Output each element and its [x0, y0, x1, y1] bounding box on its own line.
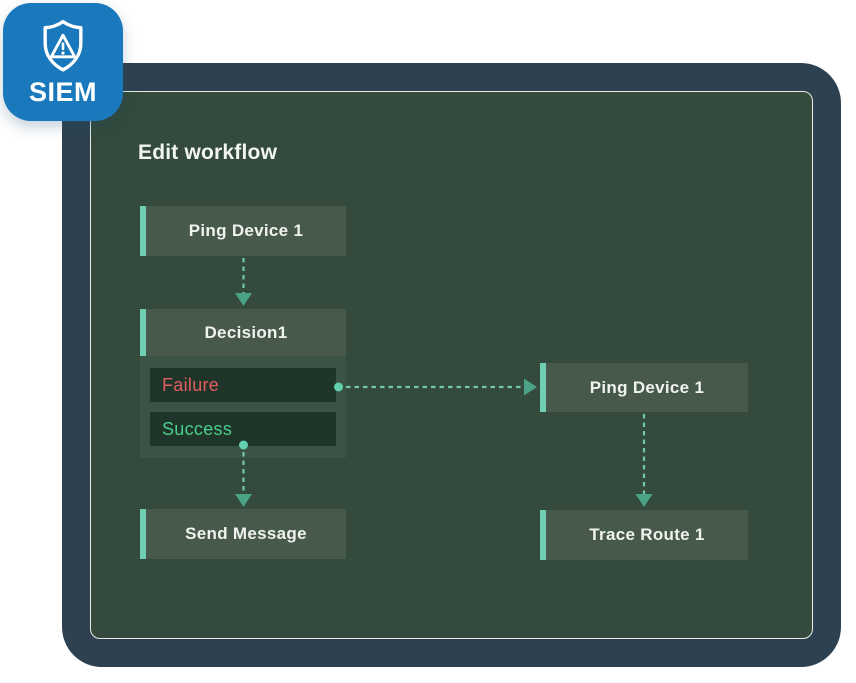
- branch-success[interactable]: Success: [150, 412, 336, 446]
- branch-failure-label: Failure: [162, 374, 220, 395]
- node-send-message[interactable]: Send Message: [140, 509, 346, 559]
- node-label: Ping Device 1: [188, 221, 304, 240]
- decision-branches-container: Failure Success: [140, 356, 346, 458]
- page-title: Edit workflow: [138, 141, 278, 164]
- siem-badge-label: SIEM: [28, 77, 97, 107]
- node-ping-device-1-right[interactable]: Ping Device 1: [540, 363, 748, 412]
- node-ping-device-1[interactable]: Ping Device 1: [140, 206, 346, 256]
- node-label: Ping Device 1: [589, 377, 705, 397]
- shield-alert-icon: [43, 19, 83, 72]
- siem-badge: SIEM: [3, 3, 123, 121]
- branch-failure[interactable]: Failure: [150, 368, 336, 402]
- node-label: Trace Route 1: [589, 525, 705, 544]
- branch-success-label: Success: [162, 418, 233, 439]
- node-label: Decision1: [204, 322, 288, 342]
- node-label: Send Message: [185, 524, 307, 543]
- node-decision-1[interactable]: Decision1: [140, 309, 346, 356]
- node-trace-route-1[interactable]: Trace Route 1: [540, 510, 748, 560]
